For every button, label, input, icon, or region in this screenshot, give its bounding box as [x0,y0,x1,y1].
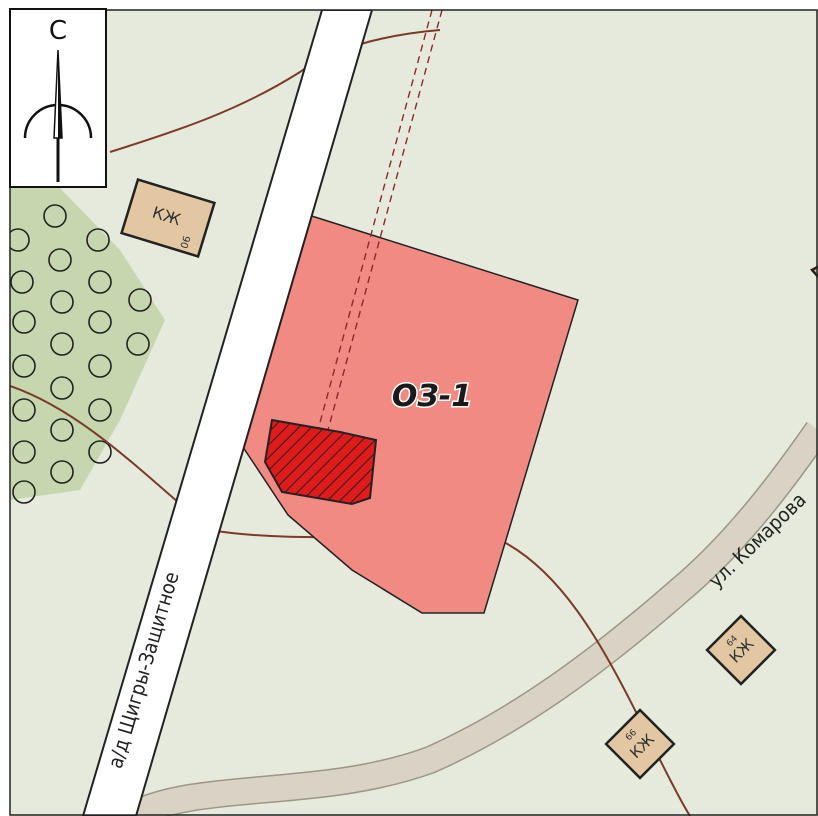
forest-symbols [10,204,152,504]
building-66[interactable]: КЖ 66 [604,708,676,780]
zone-label: ОЗ-1 [392,379,472,414]
boundary-line-north [109,29,441,153]
compass: С [9,8,107,188]
zone-oz-1[interactable] [236,211,579,614]
hatched-object[interactable] [263,418,378,506]
map-frame [9,9,818,816]
forest-area [10,188,165,500]
building-90-number: 90 [177,234,191,249]
compass-letter: С [48,16,68,46]
building-90[interactable]: КЖ 90 [120,177,216,259]
north-arrow-icon [23,49,93,182]
highway [81,10,374,816]
building-64[interactable]: КЖ 64 [705,614,777,686]
utility-corridor [317,10,443,431]
